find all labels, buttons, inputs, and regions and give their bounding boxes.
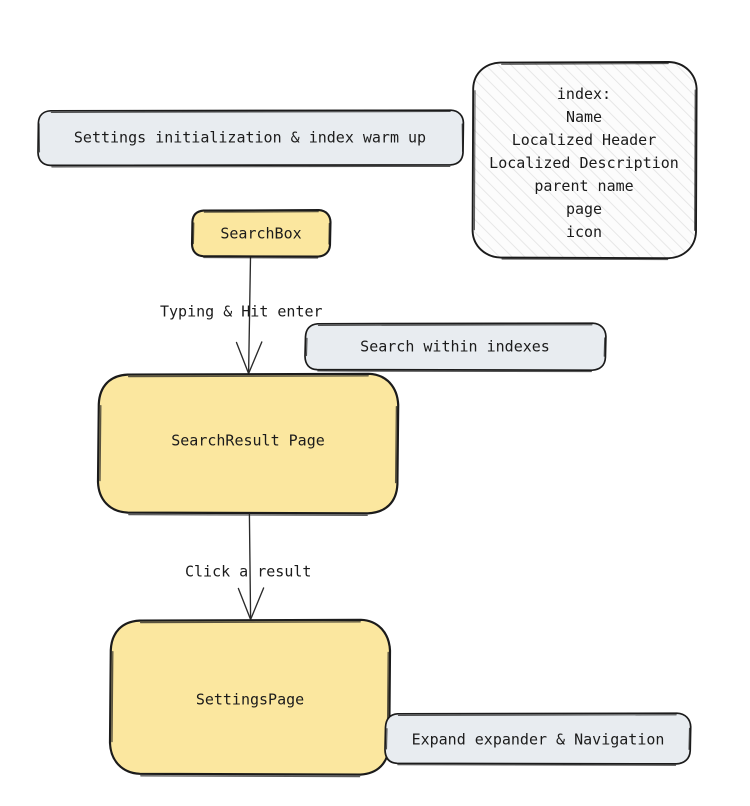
node-searchbox-shape[interactable] <box>190 209 332 258</box>
note-settings-initialization-label: Settings initialization & index warm up <box>74 129 426 147</box>
index-line-6: icon <box>566 223 602 241</box>
node-searchresult-page-sketch-overlay <box>99 375 398 517</box>
node-searchresult-page[interactable]: SearchResult Page <box>96 372 400 517</box>
note-expand-expander-navigation-sketch-overlay <box>385 714 691 766</box>
node-searchbox-sketch-overlay <box>192 211 330 259</box>
edge-click-label: Click a result <box>185 563 311 581</box>
node-settingspage-sketch-overlay <box>111 621 389 778</box>
node-settingspage-label: SettingsPage <box>196 691 304 709</box>
edge-click-arrowhead <box>237 587 265 621</box>
note-expand-expander-navigation-label: Expand expander & Navigation <box>412 731 665 749</box>
index-line-4: parent name <box>534 177 633 195</box>
note-settings-initialization: Settings initialization & index warm up <box>37 109 465 168</box>
node-searchresult-page-shape[interactable] <box>96 372 400 515</box>
node-searchbox[interactable]: SearchBox <box>190 209 332 259</box>
index-line-2: Localized Header <box>512 131 657 149</box>
note-search-within-indexes-sketch-overlay <box>305 324 606 373</box>
node-settingspage-shape[interactable] <box>108 618 392 776</box>
node-searchbox-label: SearchBox <box>220 225 301 243</box>
note-settings-initialization-sketch-overlay <box>38 110 464 168</box>
edge-typing-label: Typing & Hit enter <box>160 303 323 321</box>
note-search-within-indexes-shape <box>304 322 607 372</box>
index-line-3: Localized Description <box>489 154 679 172</box>
node-settingspage[interactable]: SettingsPage <box>108 618 392 778</box>
edge-typing-hit-enter: Typing & Hit enter <box>160 256 323 375</box>
note-search-within-indexes-label: Search within indexes <box>360 338 550 356</box>
note-search-within-indexes: Search within indexes <box>304 322 607 373</box>
note-expand-expander-navigation-shape <box>384 712 692 765</box>
note-settings-initialization-shape <box>37 109 465 167</box>
edge-typing-arrowhead <box>235 341 263 375</box>
index-line-1: Name <box>566 108 602 126</box>
edge-typing-line <box>247 256 252 374</box>
index-box: index: Name Localized Header Localized D… <box>471 61 698 261</box>
index-box-sketch-overlay <box>473 63 696 261</box>
node-searchresult-page-label: SearchResult Page <box>171 432 325 450</box>
index-line-5: page <box>566 200 602 218</box>
edge-click-a-result: Click a result <box>185 513 311 621</box>
index-box-shape <box>471 61 698 260</box>
index-line-0: index: <box>557 85 611 103</box>
edge-click-line <box>248 513 252 620</box>
note-expand-expander-navigation: Expand expander & Navigation <box>384 712 692 766</box>
